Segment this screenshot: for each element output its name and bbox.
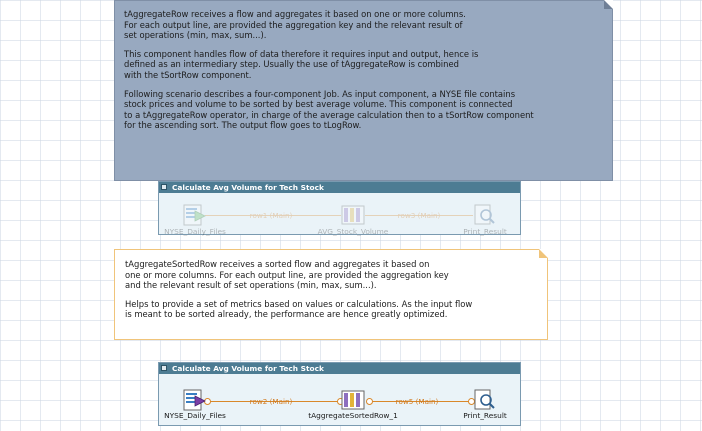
flow-line-row1[interactable] <box>205 215 341 216</box>
output-port[interactable] <box>366 398 373 405</box>
component-label-nyse: NYSE_Daily_Files <box>164 227 226 236</box>
print-result-icon[interactable] <box>473 204 497 226</box>
collapse-icon[interactable] <box>161 184 167 190</box>
flow-line-row5[interactable] <box>371 401 471 402</box>
file-input-icon[interactable] <box>183 389 207 411</box>
collapse-icon[interactable] <box>161 365 167 371</box>
component-label-aggregate-sorted: tAggregateSortedRow_1 <box>308 411 398 420</box>
note-fold <box>604 0 613 9</box>
flow-label-row2: row2 (Main) <box>249 397 293 406</box>
note-top-paragraph-3: Following scenario describes a four-comp… <box>124 88 534 131</box>
subjob-2-header[interactable]: Calculate Avg Volume for Tech Stock <box>159 363 520 374</box>
subjob-1[interactable]: Calculate Avg Volume for Tech Stock row1… <box>158 181 521 236</box>
component-label-print: Print_Result <box>463 411 507 420</box>
print-result-icon[interactable] <box>473 389 497 411</box>
note-top-paragraph-2: This component handles flow of data ther… <box>124 48 479 80</box>
subjob-1-title: Calculate Avg Volume for Tech Stock <box>172 183 324 192</box>
note-fold <box>539 249 548 258</box>
flow-label-row1: row1 (Main) <box>249 211 293 220</box>
file-input-icon[interactable] <box>183 204 207 226</box>
flow-line-row3[interactable] <box>365 215 473 216</box>
note-bottom-paragraph-2: Helps to provide a set of metrics based … <box>125 298 473 320</box>
subjob-2-title: Calculate Avg Volume for Tech Stock <box>172 364 324 373</box>
aggregate-sorted-icon[interactable] <box>341 389 365 411</box>
flow-line-row2[interactable] <box>209 401 339 402</box>
flow-label-row3: row3 (Main) <box>397 211 441 220</box>
note-bottom-paragraph-1: tAggregateSortedRow receives a sorted fl… <box>125 259 449 291</box>
subjob-2[interactable]: Calculate Avg Volume for Tech Stock row2… <box>158 362 521 426</box>
aggregate-icon[interactable] <box>341 204 365 226</box>
note-top-paragraph-1: tAggregateRow receives a flow and aggreg… <box>124 9 466 41</box>
note-top[interactable]: tAggregateRow receives a flow and aggreg… <box>114 0 613 181</box>
note-bottom[interactable]: tAggregateSortedRow receives a sorted fl… <box>114 249 548 340</box>
component-label-nyse: NYSE_Daily_Files <box>164 411 226 420</box>
component-label-print: Print_Result <box>463 227 507 236</box>
subjob-1-header[interactable]: Calculate Avg Volume for Tech Stock <box>159 182 520 193</box>
component-label-aggregate: AVG_Stock_Volume <box>317 227 389 236</box>
flow-label-row5: row5 (Main) <box>395 397 439 406</box>
